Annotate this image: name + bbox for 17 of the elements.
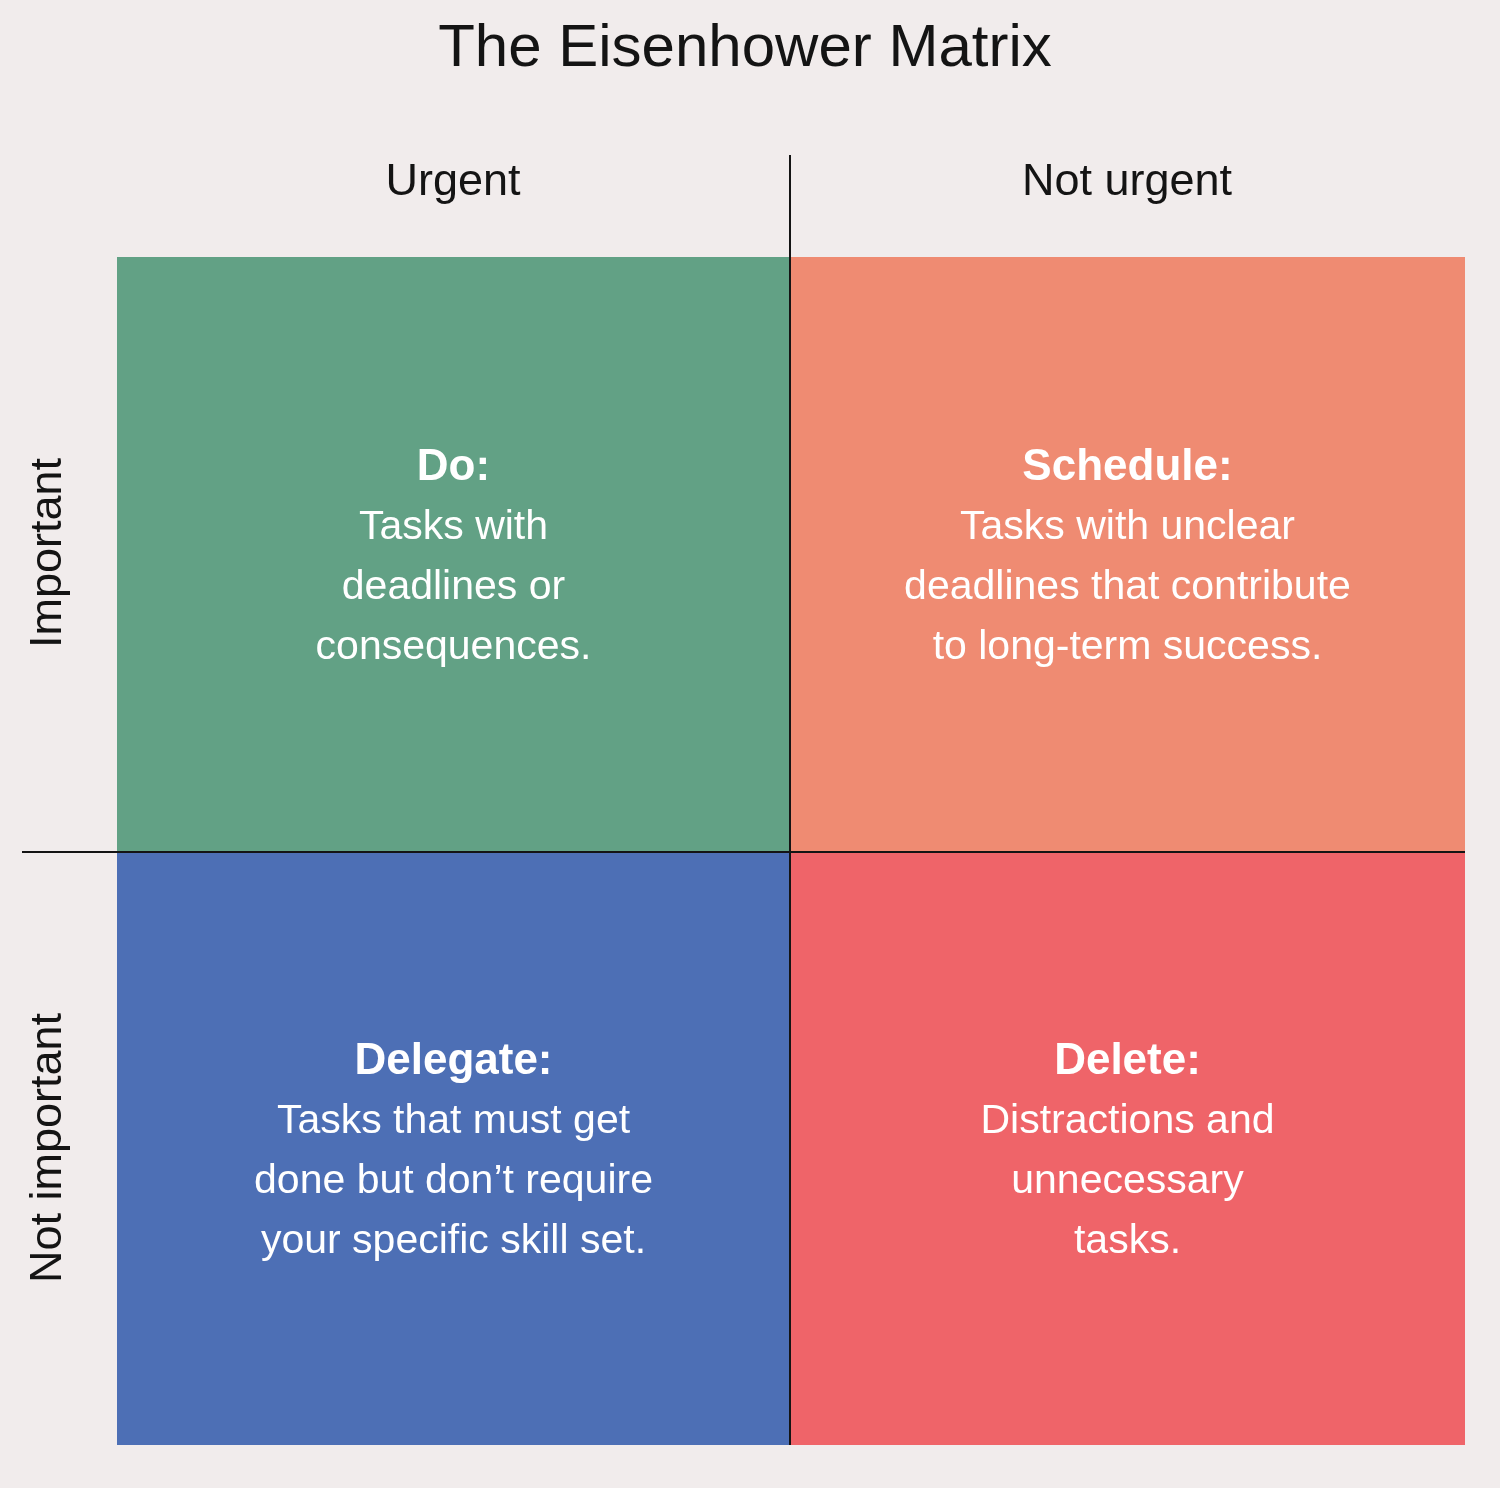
quadrant-heading: Do:	[416, 438, 491, 491]
title: The Eisenhower Matrix	[438, 10, 1052, 80]
row-header: Not important	[20, 1012, 72, 1284]
quadrant-panel	[117, 852, 790, 1445]
quadrant-panel	[790, 257, 1465, 852]
quadrant-panel	[790, 852, 1465, 1445]
row-header: Important	[20, 457, 72, 649]
quadrant-description: Distractions and unnecessary tasks.	[979, 1094, 1276, 1264]
column-header: Urgent	[385, 154, 521, 206]
quadrant-heading: Delete:	[1054, 1032, 1201, 1085]
quadrant-description: Tasks with unclear deadlines that contribute to long-term success.	[903, 500, 1352, 670]
quadrant-panel	[117, 257, 790, 852]
quadrant-description: Tasks that must get done but don’t require your specific skill set.	[253, 1094, 654, 1264]
quadrant-description: Tasks with deadlines or consequences.	[314, 500, 593, 670]
quadrant-heading: Schedule:	[1022, 438, 1233, 491]
quadrant-heading: Delegate:	[354, 1032, 553, 1085]
column-header: Not urgent	[1021, 154, 1233, 206]
